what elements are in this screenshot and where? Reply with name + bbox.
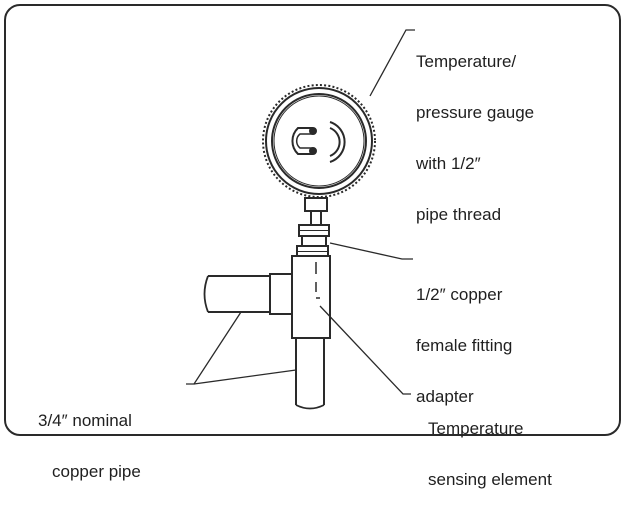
gauge-diagram	[186, 29, 415, 410]
pipe-label-line-2: copper pipe	[52, 462, 141, 481]
adapter-label: 1/2″ copper female fitting adapter	[416, 252, 512, 422]
gauge	[262, 84, 376, 198]
pipe-label: 3/4″ nominal copper pipe	[38, 378, 141, 497]
sensor-label-line-1: Temperature	[428, 419, 524, 438]
needle-pivot-bottom	[309, 147, 317, 155]
adapter-label-line-1: 1/2″ copper	[416, 285, 503, 304]
gauge-stem	[296, 197, 330, 266]
gauge-label-line-2: pressure gauge	[416, 103, 535, 122]
adapter-label-line-2: female fitting	[416, 336, 513, 355]
gauge-label-line-1: Temperature/	[416, 52, 517, 71]
pipe-label-line-1: 3/4″ nominal	[38, 411, 132, 430]
adapter-label-line-3: adapter	[416, 387, 474, 406]
gauge-label: Temperature/ pressure gauge with 1/2″ pi…	[416, 19, 534, 240]
leader-lines	[186, 29, 415, 395]
needle-pivot-top	[309, 127, 317, 135]
diagram-frame	[4, 4, 621, 436]
sensor-label: Temperature sensing element	[428, 386, 552, 505]
sensor-label-line-2: sensing element	[428, 470, 552, 489]
gauge-label-line-3: with 1/2″	[416, 154, 481, 173]
copper-tee	[203, 255, 331, 410]
gauge-label-line-4: pipe thread	[416, 205, 502, 224]
